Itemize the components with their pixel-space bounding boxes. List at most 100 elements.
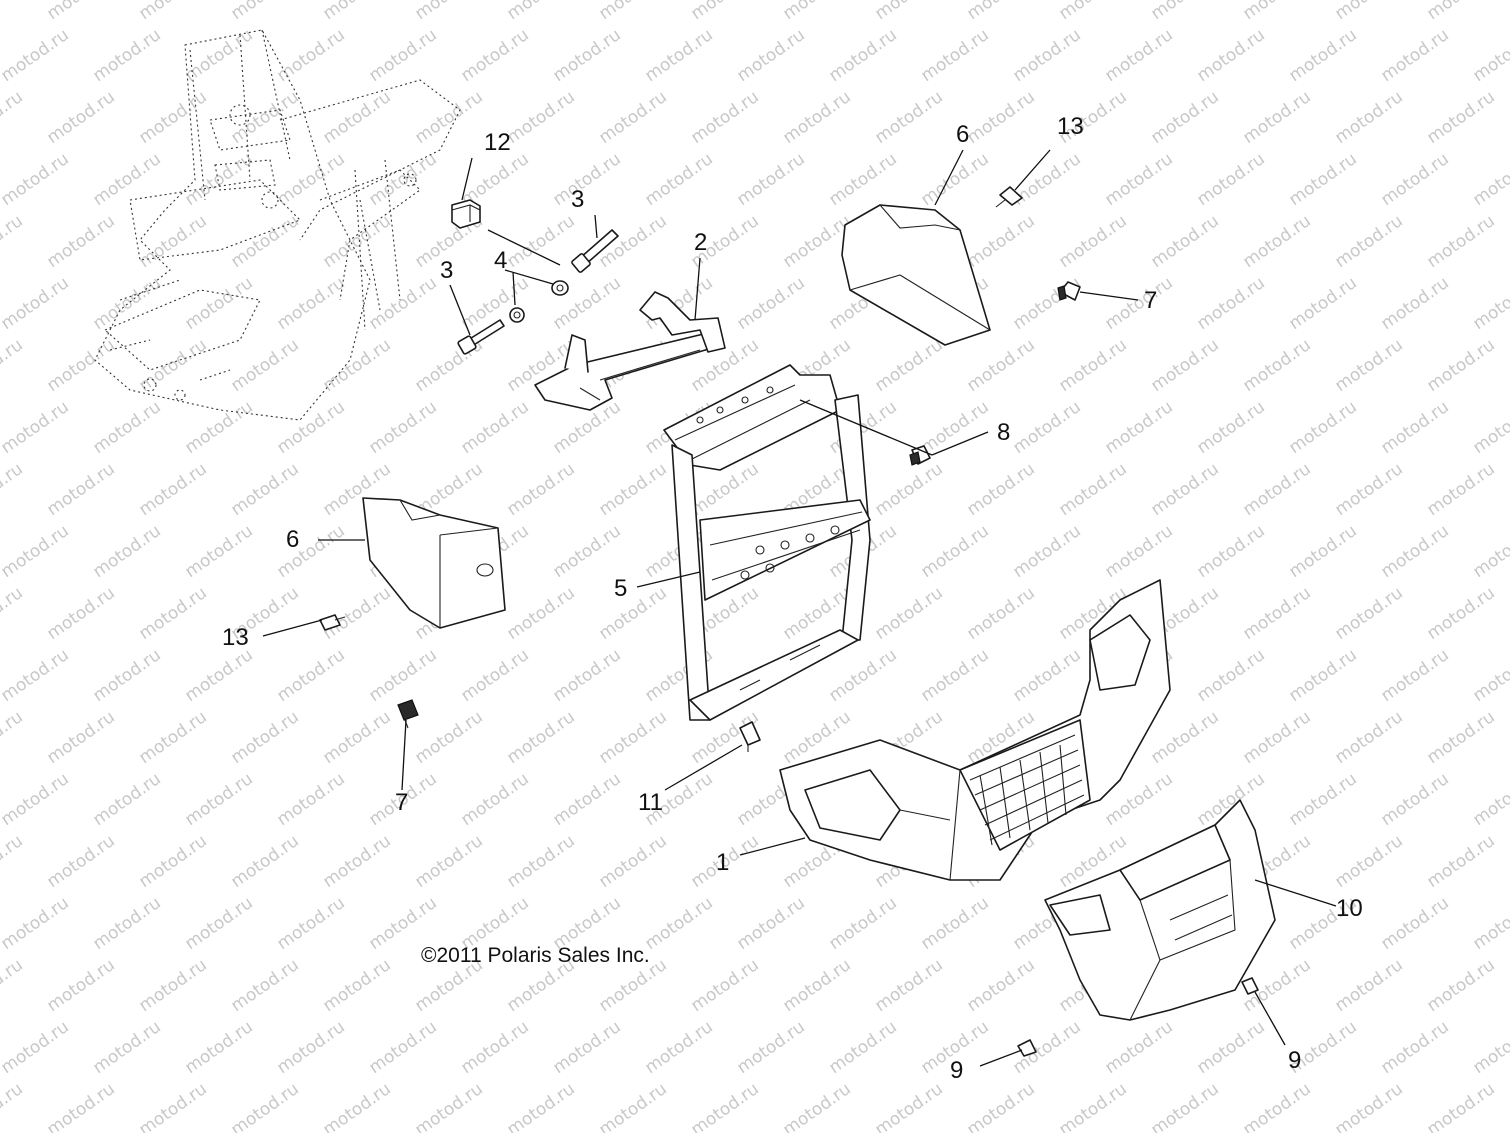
watermark-text: motod.ru [89, 149, 164, 210]
watermark-text: motod.ru [595, 583, 670, 644]
watermark-text: motod.ru [181, 1017, 256, 1078]
watermark-text: motod.ru [595, 707, 670, 768]
watermark-text: motod.ru [1331, 707, 1406, 768]
watermark-text: motod.ru [1423, 335, 1498, 396]
watermark-text: motod.ru [917, 893, 992, 954]
watermark-text: motod.ru [135, 211, 210, 272]
watermark-text: motod.ru [641, 893, 716, 954]
watermark-text: motod.ru [1331, 87, 1406, 148]
watermark-text: motod.ru [135, 583, 210, 644]
watermark-text: motod.ru [1285, 397, 1360, 458]
watermark-text: motod.ru [0, 645, 73, 706]
watermark-text: motod.ru [687, 0, 762, 24]
watermark-text: motod.ru [503, 831, 578, 892]
watermark-text: motod.ru [135, 335, 210, 396]
callout-6-upper: 6 [956, 121, 969, 148]
watermark-text: motod.ru [135, 707, 210, 768]
watermark-text: motod.ru [0, 0, 27, 24]
watermark-text: motod.ru [227, 1079, 302, 1133]
watermark-text: motod.ru [549, 149, 624, 210]
watermark-text: motod.ru [1193, 1017, 1268, 1078]
watermark-text: motod.ru [181, 397, 256, 458]
callout-4: 4 [494, 247, 507, 274]
watermark-text: motod.ru [917, 521, 992, 582]
watermark-text: motod.ru [1423, 211, 1498, 272]
watermark-text: motod.ru [1423, 583, 1498, 644]
watermark-text: motod.ru [503, 707, 578, 768]
watermark-text: motod.ru [89, 1017, 164, 1078]
watermark-text: motod.ru [89, 273, 164, 334]
watermark-text: motod.ru [181, 769, 256, 830]
part-12-block [451, 199, 481, 229]
watermark-text: motod.ru [1423, 955, 1498, 1016]
watermark-text: motod.ru [411, 707, 486, 768]
watermark-text: motod.ru [1101, 25, 1176, 86]
watermark-text: motod.ru [43, 583, 118, 644]
watermark-text: motod.ru [0, 707, 27, 768]
watermark-text: motod.ru [1009, 149, 1084, 210]
callout-3-lower: 3 [440, 257, 453, 284]
watermark-text: motod.ru [0, 25, 73, 86]
watermark-text: motod.ru [457, 645, 532, 706]
watermark-text: motod.ru [411, 0, 486, 24]
watermark-text: motod.ru [1101, 397, 1176, 458]
watermark-text: motod.ru [1469, 893, 1510, 954]
callout-9-left: 9 [950, 1057, 963, 1084]
watermark-text: motod.ru [43, 87, 118, 148]
watermark-text: motod.ru [1239, 1079, 1314, 1133]
part-5-radiator-frame [663, 364, 871, 721]
watermark-text: motod.ru [871, 583, 946, 644]
watermark-text: motod.ru [0, 397, 73, 458]
watermark-text: motod.ru [871, 955, 946, 1016]
watermark-text: motod.ru [1377, 149, 1452, 210]
watermark-text: motod.ru [641, 1017, 716, 1078]
watermark-text: motod.ru [1193, 397, 1268, 458]
watermark-text: motod.ru [319, 211, 394, 272]
watermark-text: motod.ru [641, 149, 716, 210]
watermark-text: motod.ru [1193, 273, 1268, 334]
watermark-text: motod.ru [1331, 1079, 1406, 1133]
watermark-text: motod.ru [595, 87, 670, 148]
watermark-text: motod.ru [1423, 707, 1498, 768]
watermark-text: motod.ru [1285, 769, 1360, 830]
watermark-text: motod.ru [1239, 0, 1314, 24]
watermark-text: motod.ru [0, 1079, 27, 1133]
part-9-screw-left [1017, 1039, 1037, 1057]
watermark-text: motod.ru [503, 87, 578, 148]
watermark-text: motod.ru [687, 1079, 762, 1133]
watermark-text: motod.ru [1285, 25, 1360, 86]
watermark-text: motod.ru [825, 1017, 900, 1078]
watermark-text: motod.ru [89, 397, 164, 458]
watermark-text: motod.ru [549, 645, 624, 706]
watermark-text: motod.ru [365, 645, 440, 706]
watermark-text: motod.ru [0, 893, 73, 954]
watermark-text: motod.ru [1101, 149, 1176, 210]
callout-3-upper: 3 [571, 186, 584, 213]
watermark-text: motod.ru [595, 1079, 670, 1133]
watermark-text: motod.ru [1285, 149, 1360, 210]
callout-12: 12 [484, 129, 511, 156]
watermark-text: motod.ru [1055, 211, 1130, 272]
watermark-text: motod.ru [917, 397, 992, 458]
watermark-text: motod.ru [963, 335, 1038, 396]
watermark-text: motod.ru [0, 149, 73, 210]
watermark-text: motod.ru [365, 273, 440, 334]
watermark-text: motod.ru [1377, 25, 1452, 86]
watermark-text: motod.ru [1147, 1079, 1222, 1133]
watermark-text: motod.ru [1331, 0, 1406, 24]
watermark-text: motod.ru [1193, 25, 1268, 86]
watermark-text: motod.ru [963, 955, 1038, 1016]
watermark-text: motod.ru [1055, 1079, 1130, 1133]
watermark-text: motod.ru [917, 149, 992, 210]
watermark-text: motod.ru [503, 1079, 578, 1133]
leader-lines [262, 149, 1337, 1067]
callout-9-right: 9 [1288, 1047, 1301, 1074]
watermark-text: motod.ru [319, 955, 394, 1016]
watermark-text: motod.ru [871, 1079, 946, 1133]
watermark-text: motod.ru [0, 521, 73, 582]
watermark-text: motod.ru [1147, 335, 1222, 396]
watermark-text: motod.ru [1193, 645, 1268, 706]
part-8-clip [909, 445, 931, 466]
watermark-text: motod.ru [1469, 1017, 1510, 1078]
watermark-text: motod.ru [595, 0, 670, 24]
